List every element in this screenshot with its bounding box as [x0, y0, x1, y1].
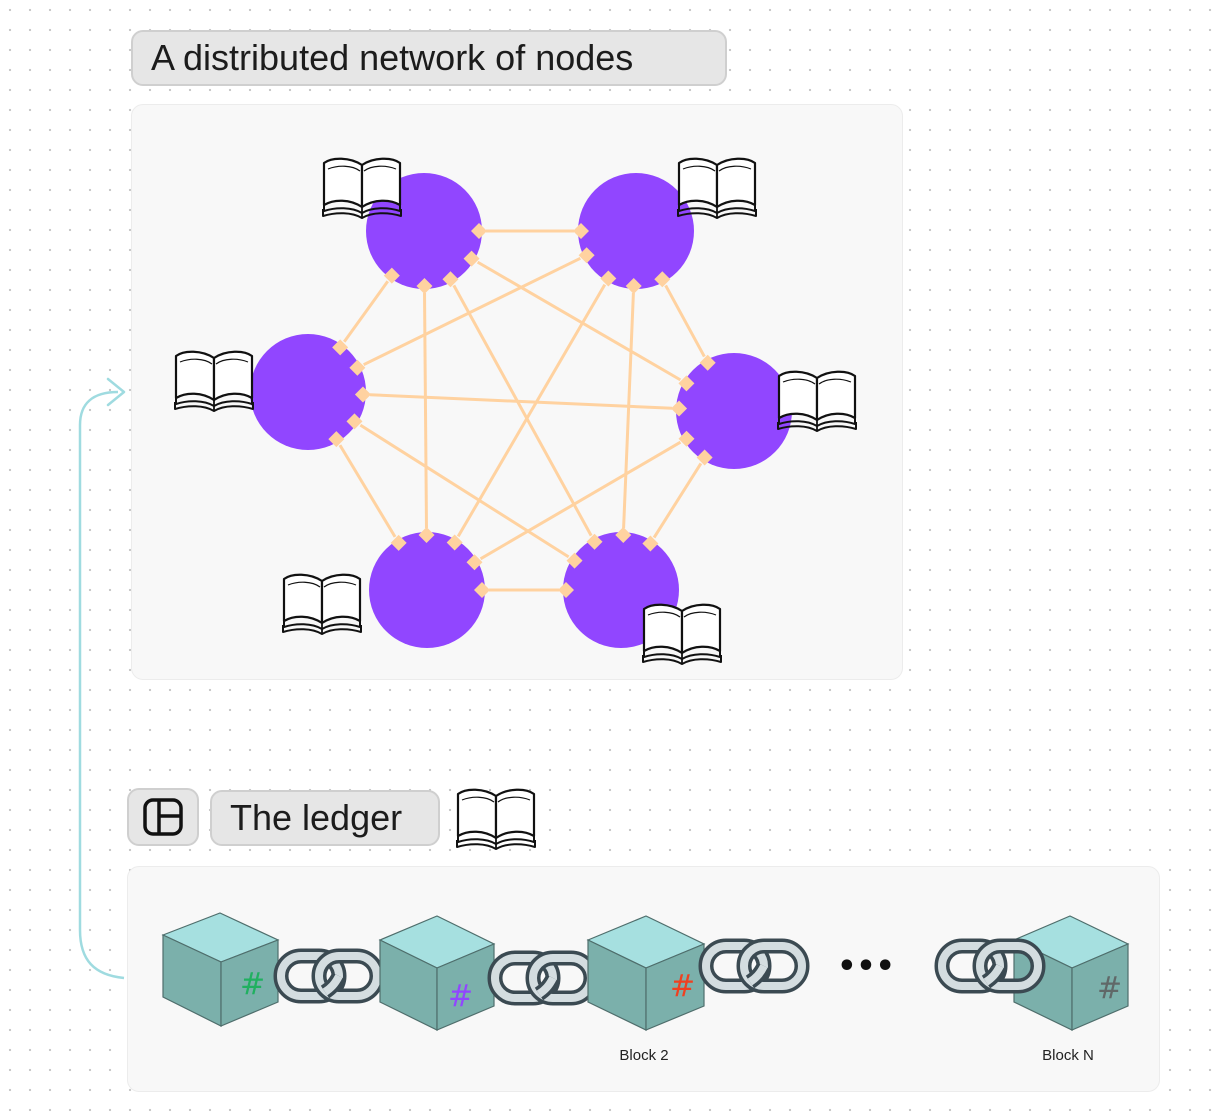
block-0: #	[161, 912, 280, 1027]
layout-icon-glyph	[143, 798, 183, 836]
connector-line	[78, 390, 125, 980]
link-anchor	[558, 582, 574, 598]
arrow-head-icon	[106, 377, 126, 407]
chain-link-icon	[281, 956, 377, 996]
block-2-label: Block 2	[619, 1047, 668, 1064]
link-anchor	[642, 535, 659, 552]
network-link	[479, 440, 682, 561]
link-anchor	[615, 527, 632, 544]
link-anchor	[474, 582, 490, 598]
network-link	[359, 423, 570, 559]
node-left	[250, 334, 366, 450]
network-link	[423, 292, 428, 529]
link-anchor	[699, 354, 716, 371]
network-link	[362, 256, 582, 367]
link-anchor	[696, 449, 713, 466]
network-links	[338, 229, 706, 592]
node-right	[676, 353, 792, 469]
link-anchor	[346, 413, 363, 430]
link-anchor	[578, 247, 595, 264]
link-anchor	[671, 400, 688, 417]
ledger-chain: # # # ••• # Block 2 Block N	[161, 912, 1130, 1064]
network-nodes	[173, 157, 858, 666]
book-icon	[676, 157, 758, 220]
link-anchor	[678, 375, 695, 392]
block-n-label: Block N	[1042, 1047, 1094, 1064]
book-icon	[455, 788, 537, 851]
book-icon	[281, 573, 363, 636]
network-link	[343, 280, 389, 343]
link-anchor	[418, 527, 435, 544]
network-link	[622, 292, 635, 529]
book-icon	[321, 157, 403, 220]
block-0-right-face	[220, 939, 279, 1027]
block-2-right-face	[645, 943, 705, 1031]
block-n-right-face	[1071, 943, 1129, 1031]
link-anchor	[442, 271, 459, 288]
book-icon	[173, 350, 255, 413]
link-anchor	[390, 534, 407, 551]
link-anchor	[625, 277, 642, 294]
link-anchor	[566, 552, 583, 569]
link-anchor	[654, 271, 671, 288]
link-anchor	[328, 431, 345, 448]
node-bottom-left	[369, 532, 485, 648]
ellipsis: •••	[837, 949, 895, 984]
block-1: #	[378, 915, 496, 1031]
network-link	[652, 462, 703, 539]
network-link	[664, 284, 706, 358]
link-anchor	[383, 267, 400, 284]
link-anchor	[586, 533, 603, 550]
block-2-hash: #	[670, 969, 695, 1004]
block-n: #	[1012, 915, 1130, 1031]
network-link	[338, 444, 397, 538]
link-anchor	[573, 223, 589, 239]
network-link	[369, 393, 673, 410]
ledger-title: The ledger	[210, 790, 440, 846]
block-1-hash: #	[448, 979, 473, 1014]
link-anchor	[463, 250, 480, 267]
network-link	[456, 283, 607, 538]
link-anchor	[416, 277, 433, 294]
chain-link-icon	[495, 958, 591, 998]
chain-link-icon	[706, 946, 802, 986]
link-anchor	[471, 223, 487, 239]
block-1-right-face	[436, 943, 495, 1031]
link-anchor	[678, 430, 695, 447]
link-anchor	[446, 534, 463, 551]
link-anchor	[332, 339, 349, 356]
link-anchor	[466, 554, 483, 571]
block-n-hash: #	[1097, 971, 1122, 1006]
layout-icon	[127, 788, 199, 846]
book-icon	[776, 370, 858, 433]
link-anchor	[354, 386, 371, 403]
network-link	[452, 284, 593, 537]
block-2: #	[586, 915, 706, 1031]
book-icon	[641, 603, 723, 666]
block-0-hash: #	[240, 967, 265, 1002]
link-anchor	[349, 359, 366, 376]
network-link	[476, 260, 682, 382]
link-anchor	[600, 270, 617, 287]
node-top-right	[578, 173, 694, 289]
network-title: A distributed network of nodes	[131, 30, 727, 86]
